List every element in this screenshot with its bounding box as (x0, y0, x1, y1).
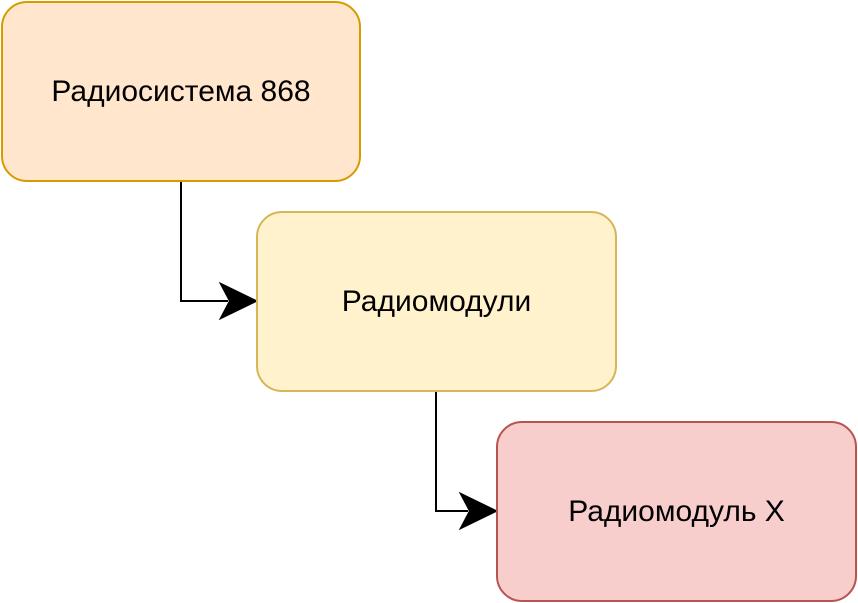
node-label: Радиомодули (341, 284, 532, 318)
node-label: Радиосистема 868 (51, 74, 311, 108)
arrowhead-icon (218, 281, 259, 321)
node-radio-modules[interactable]: Радиомодули (256, 211, 617, 392)
edge-modules-to-module-x (435, 392, 499, 531)
node-label: Радиомодуль X (568, 494, 785, 528)
edge-system-to-modules (180, 182, 259, 321)
arrowhead-icon (458, 491, 499, 531)
node-radio-module-x[interactable]: Радиомодуль X (496, 421, 857, 602)
connector-line (180, 182, 228, 302)
node-radio-system-868[interactable]: Радиосистема 868 (1, 1, 361, 182)
connector-line (435, 392, 468, 512)
